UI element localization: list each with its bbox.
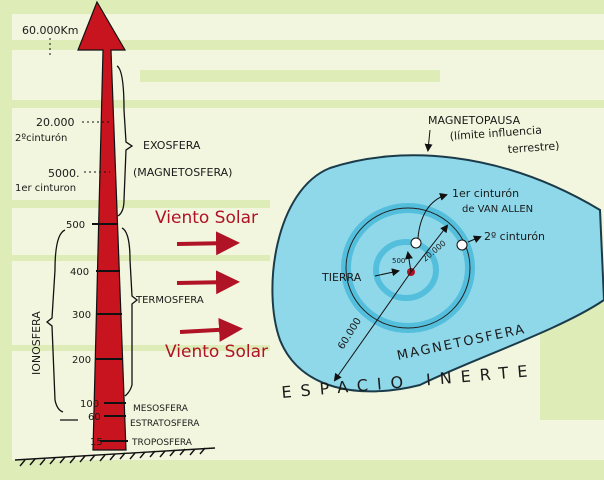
- belt1-marker: [410, 237, 422, 249]
- altitude-arrow: [77, 0, 127, 451]
- belt2-marker: [456, 239, 468, 251]
- termosfera-label: TERMOSFERA: [135, 295, 204, 306]
- solar-wind-label-bottom: Viento Solar: [165, 342, 268, 362]
- tick-label: 400: [70, 267, 89, 278]
- ground-hatch: [14, 447, 216, 467]
- braces: [45, 65, 139, 421]
- magnetosphere: [271, 129, 604, 393]
- belt1-label: 1er cinturón: [452, 187, 519, 200]
- exosfera-alt-label: (MAGNETOSFERA): [133, 166, 232, 179]
- dotted-leaders: [49, 38, 110, 173]
- solar-wind-label-top: Viento Solar: [155, 208, 258, 228]
- top-altitude-label: 60.000Km: [22, 24, 78, 37]
- tick-label: 60: [88, 412, 101, 423]
- altitude-ticks: [92, 223, 128, 442]
- tick-label: 300: [72, 310, 91, 321]
- tick-label: 500: [66, 220, 85, 231]
- estratosfera-label: ESTRATOSFERA: [130, 419, 200, 429]
- earth-label: TIERRA: [321, 271, 362, 284]
- tick-label: 15: [90, 437, 103, 448]
- radius-500-label: 500: [392, 257, 405, 265]
- belt1-altitude-label: 1er cinturon: [15, 183, 76, 194]
- belt2-label: 2º cinturón: [484, 230, 545, 243]
- ionosfera-label: IONOSFERA: [30, 311, 43, 375]
- magnetopausa-label: MAGNETOPAUSA: [428, 114, 521, 127]
- magnetopausa-note: (límite influencia: [449, 124, 542, 143]
- belt2-altitude-value: 20.000: [36, 116, 75, 129]
- tick-label: 200: [72, 355, 91, 366]
- tick-label: 100: [80, 399, 99, 410]
- belt2-altitude-label: 2ºcinturón: [15, 132, 67, 144]
- magnetopausa-note-2: terrestre): [507, 139, 560, 156]
- belt1-label-2: de VAN ALLEN: [462, 204, 533, 215]
- belt1-altitude-value: 5000.: [48, 167, 80, 180]
- mesosfera-label: MESOSFERA: [133, 404, 189, 414]
- solar-wind-arrows: [176, 231, 243, 342]
- troposfera-label: TROPOSFERA: [131, 438, 193, 448]
- exosfera-label: EXOSFERA: [143, 139, 201, 152]
